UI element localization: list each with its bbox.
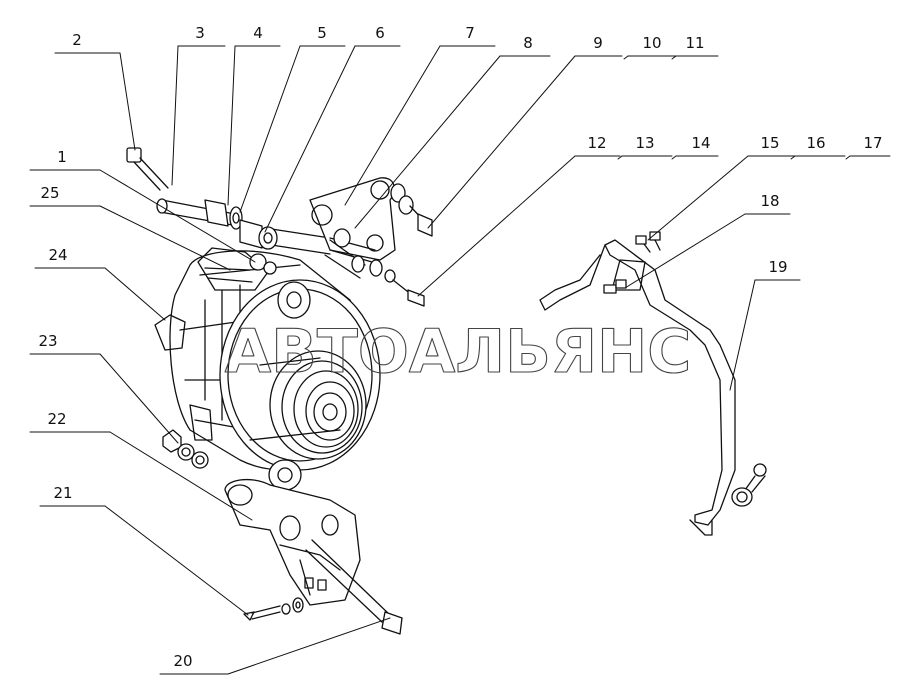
callout-group-tick-17 — [845, 155, 851, 160]
callout-leader-8 — [354, 55, 501, 229]
callout-leader-15 — [647, 155, 749, 241]
callout-label-15: 15 — [760, 134, 779, 152]
callout-label-19: 19 — [768, 258, 787, 276]
callout-leader-22 — [109, 431, 253, 521]
callout-label-18: 18 — [760, 192, 779, 210]
callout-leader-20 — [227, 617, 391, 675]
callout-leader-12 — [417, 155, 576, 297]
callout-leader-4 — [227, 45, 236, 206]
callout-leader-9 — [427, 55, 576, 229]
callout-label-9: 9 — [593, 34, 603, 52]
upper-bolt-assembly — [126, 147, 331, 275]
callout-leader-19 — [729, 279, 756, 391]
callout-label-13: 13 — [635, 134, 654, 152]
callout-leader-7 — [344, 45, 441, 206]
callout-label-23: 23 — [38, 332, 57, 350]
callout-label-14: 14 — [691, 134, 710, 152]
callout-leader-5 — [239, 45, 301, 213]
callout-label-11: 11 — [685, 34, 704, 52]
callout-label-6: 6 — [375, 24, 385, 42]
rod-end-fasteners — [324, 239, 425, 307]
callout-label-17: 17 — [863, 134, 882, 152]
callout-leader-2 — [119, 52, 136, 151]
callout-leader-24 — [104, 267, 166, 321]
callout-label-4: 4 — [253, 24, 263, 42]
callout-leader-18 — [624, 213, 746, 289]
callout-label-16: 16 — [806, 134, 825, 152]
support-bracket — [539, 231, 767, 536]
callout-label-20: 20 — [173, 652, 192, 670]
callout-leader-3 — [171, 45, 179, 186]
callout-label-22: 22 — [47, 410, 66, 428]
callout-label-25: 25 — [40, 184, 59, 202]
callout-label-21: 21 — [53, 484, 72, 502]
callout-leader-21 — [104, 505, 249, 616]
watermark-text: АВТОАЛЬЯНС — [225, 317, 692, 387]
callout-group-tick-11 — [671, 55, 677, 60]
callout-label-10: 10 — [642, 34, 661, 52]
callout-group-tick-14 — [671, 155, 677, 160]
tensioner-bracket — [309, 177, 433, 263]
callout-leader-23 — [99, 353, 179, 444]
alternator — [154, 247, 381, 491]
callout-label-3: 3 — [195, 24, 205, 42]
callout-group-tick-13 — [617, 155, 623, 160]
lower-mount-bracket — [162, 429, 403, 635]
callout-leader-25 — [99, 205, 231, 271]
callout-label-7: 7 — [465, 24, 475, 42]
callout-leader-1 — [99, 169, 256, 263]
callout-label-5: 5 — [317, 24, 327, 42]
callout-label-12: 12 — [587, 134, 606, 152]
callout-leader-6 — [264, 45, 356, 233]
callout-label-1: 1 — [57, 148, 67, 166]
callout-label-8: 8 — [523, 34, 533, 52]
callout-group-tick-16 — [790, 155, 796, 160]
callout-label-24: 24 — [48, 246, 67, 264]
callout-label-2: 2 — [72, 31, 82, 49]
callout-group-tick-10 — [623, 55, 629, 60]
